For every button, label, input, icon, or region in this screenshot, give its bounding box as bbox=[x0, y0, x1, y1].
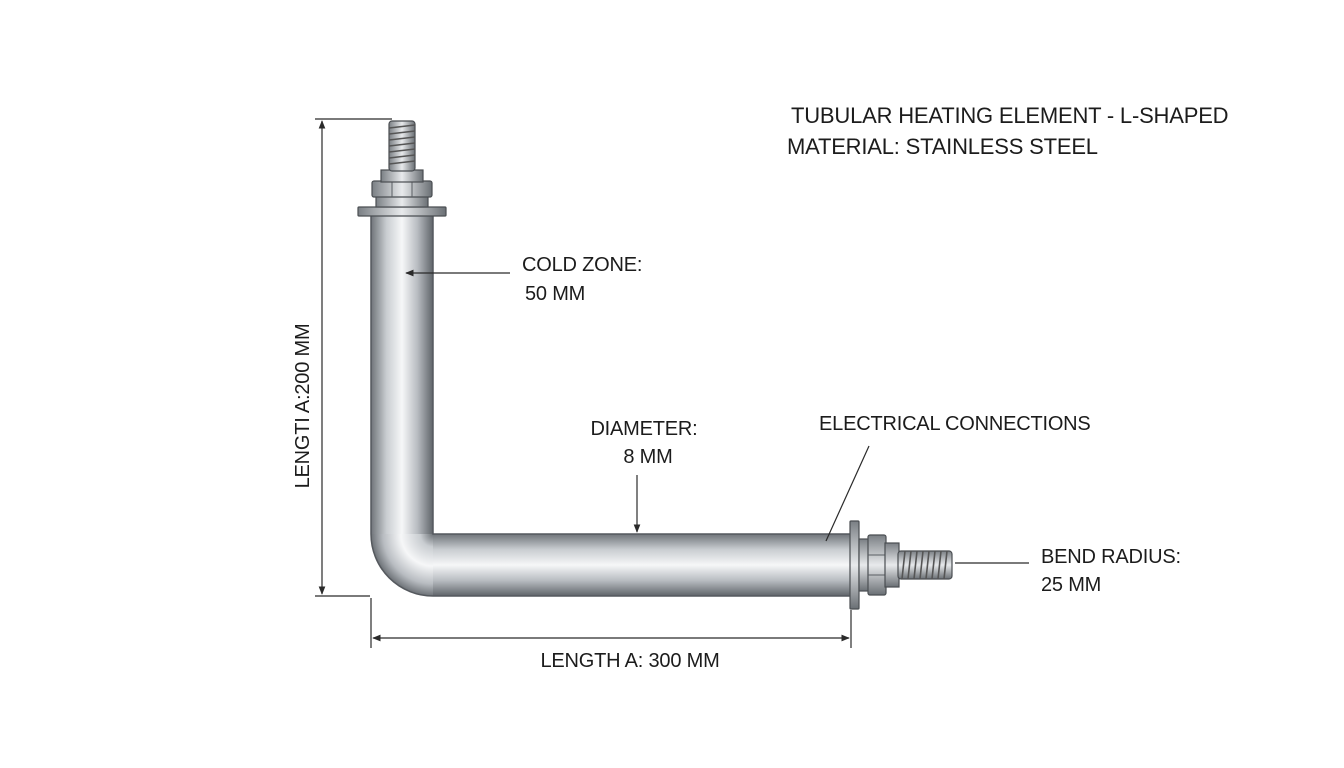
tube-bend bbox=[371, 534, 433, 596]
vertical-dimension: LENGTI A:200 MM bbox=[292, 118, 392, 597]
vertical-tube-section bbox=[371, 214, 433, 534]
bend-radius-value: 25 MM bbox=[1041, 574, 1101, 596]
right-terminal bbox=[849, 520, 953, 610]
right-hex-nut bbox=[867, 534, 887, 596]
diameter-callout: DIAMETER: 8 MM bbox=[590, 418, 698, 533]
bend-radius-callout: BEND RADIUS: 25 MM bbox=[955, 546, 1181, 596]
cold-zone-value: 50 MM bbox=[525, 283, 585, 305]
top-washer bbox=[357, 206, 447, 217]
horizontal-dimension: LENGTH A: 300 MM bbox=[370, 598, 852, 672]
title-block: TUBULAR HEATING ELEMENT - L-SHAPED MATER… bbox=[787, 103, 1229, 159]
horizontal-tube-section bbox=[433, 534, 851, 596]
heating-tube bbox=[370, 214, 851, 597]
right-washer bbox=[849, 520, 860, 610]
electrical-connections-label: ELECTRICAL CONNECTIONS bbox=[819, 413, 1091, 435]
top-hex-nut bbox=[371, 180, 433, 198]
horizontal-length-label: LENGTH A: 300 MM bbox=[540, 650, 719, 672]
electrical-leader bbox=[825, 445, 870, 542]
top-terminal bbox=[357, 120, 447, 217]
vertical-length-label: LENGTI A:200 MM bbox=[292, 324, 314, 489]
diameter-value: 8 MM bbox=[623, 446, 672, 468]
diameter-label: DIAMETER: bbox=[590, 418, 697, 440]
title-line-2: MATERIAL: STAINLESS STEEL bbox=[787, 134, 1098, 159]
title-line-1: TUBULAR HEATING ELEMENT - L-SHAPED bbox=[791, 103, 1228, 128]
cold-zone-callout: COLD ZONE: 50 MM bbox=[405, 254, 642, 305]
cold-zone-label: COLD ZONE: bbox=[522, 254, 642, 276]
electrical-callout: ELECTRICAL CONNECTIONS bbox=[819, 413, 1091, 542]
bend-radius-label: BEND RADIUS: bbox=[1041, 546, 1181, 568]
